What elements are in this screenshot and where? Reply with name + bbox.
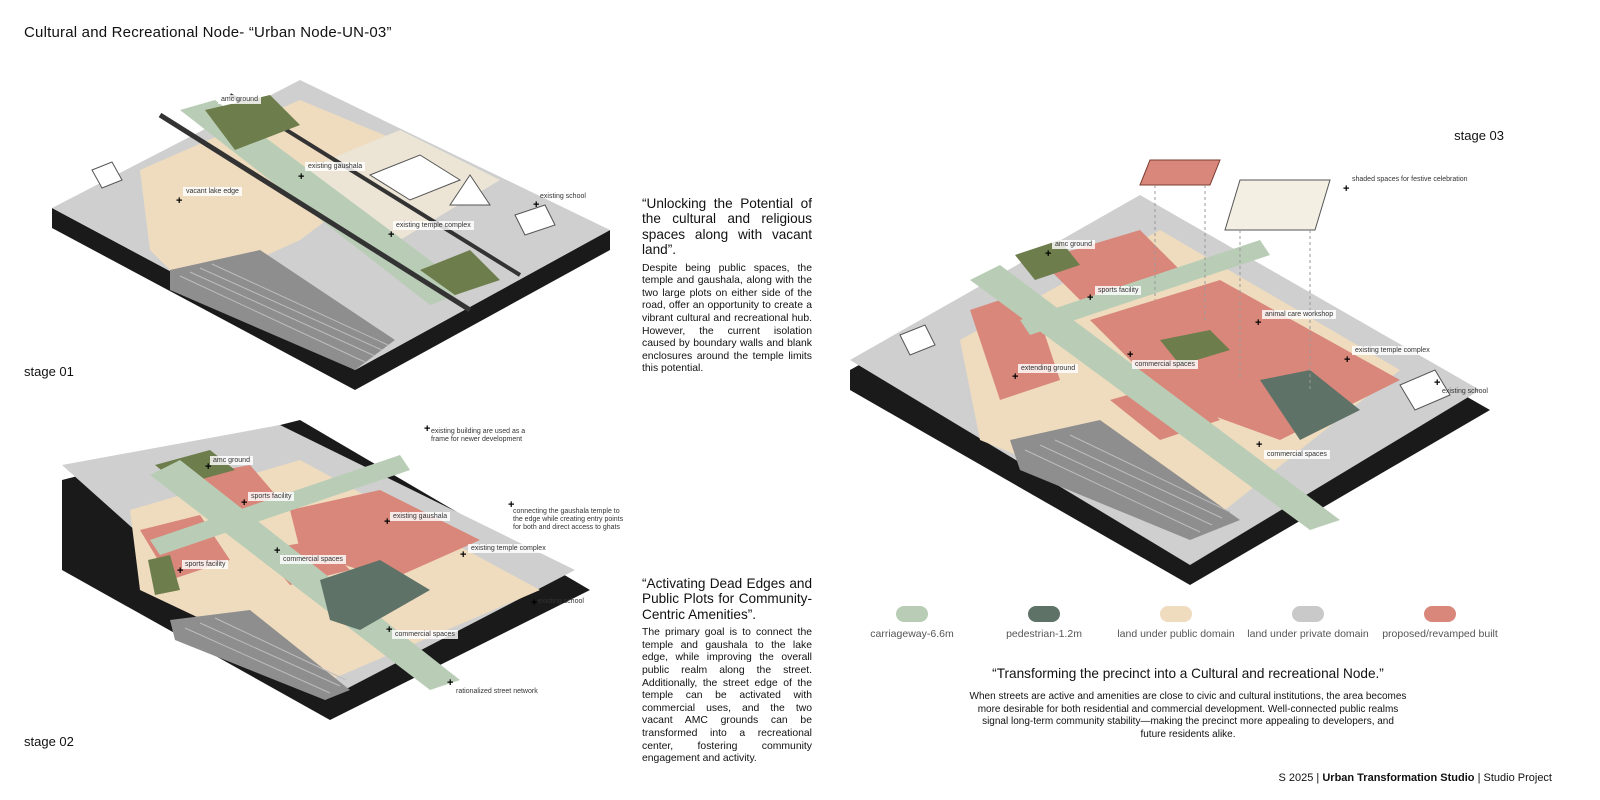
label-extending-ground: extending ground <box>1018 364 1079 373</box>
pin-marker: + <box>1012 371 1019 383</box>
label-existing-school-s3: existing school <box>1442 388 1488 395</box>
pin-marker: + <box>531 597 538 609</box>
label-rationalized-street: rationalized street network <box>456 688 538 695</box>
text-block-1: “Unlocking the Potential of the cultural… <box>642 196 812 376</box>
pin-marker: + <box>384 516 391 528</box>
stage-01-label: stage 01 <box>24 364 74 379</box>
stage-02-label: stage 02 <box>24 734 74 749</box>
stage-03-label: stage 03 <box>1454 128 1504 143</box>
pin-marker: + <box>177 565 184 577</box>
label-existing-temple-complex-s3: existing temple complex <box>1352 346 1433 355</box>
label-commercial-spaces-s2a: commercial spaces <box>280 555 346 564</box>
legend-item-private-land: land under private domain <box>1242 606 1374 640</box>
stage-03-drawing <box>850 159 1490 585</box>
legend-swatch-pedestrian <box>1028 606 1060 622</box>
pin-marker: + <box>447 677 454 689</box>
legend-label-pedestrian: pedestrian-1.2m <box>1006 628 1082 640</box>
label-commercial-spaces-s3b: commercial spaces <box>1264 450 1330 459</box>
pin-marker: + <box>1087 292 1094 304</box>
block-2-body: The primary goal is to connect the templ… <box>642 627 812 765</box>
label-amc-ground-s3: amc ground <box>1052 240 1095 249</box>
legend-label-carriageway: carriageway-6.6m <box>870 628 954 640</box>
pin-marker: + <box>424 423 431 435</box>
legend-swatch-built <box>1424 606 1456 622</box>
legend-swatch-public-land <box>1160 606 1192 622</box>
block-3-quote: “Transforming the precinct into a Cultur… <box>992 666 1384 681</box>
label-existing-temple-complex-s2: existing temple complex <box>468 544 549 553</box>
footer: S 2025 | Urban Transformation Studio | S… <box>1279 772 1553 784</box>
footer-year: S 2025 | <box>1278 772 1320 784</box>
pin-marker: + <box>508 499 515 511</box>
pin-marker: + <box>1434 377 1441 389</box>
label-existing-gaushala-s1: existing gaushala <box>305 162 366 171</box>
label-amc-ground-s2: amc ground <box>210 456 253 465</box>
pin-marker: + <box>1344 354 1351 366</box>
legend-item-pedestrian: pedestrian-1.2m <box>978 606 1110 640</box>
block-1-quote: “Unlocking the Potential of the cultural… <box>642 196 812 258</box>
pin-marker: + <box>460 549 467 561</box>
label-existing-temple-complex-s1: existing temple complex <box>393 221 474 230</box>
pin-marker: + <box>533 199 540 211</box>
stage-01-drawing <box>52 80 610 390</box>
text-block-3: “Transforming the precinct into a Cultur… <box>968 666 1408 741</box>
pin-marker: + <box>388 229 395 241</box>
label-sports-facility-s2a: sports facility <box>248 492 295 501</box>
page-title: Cultural and Recreational Node- “Urban N… <box>24 24 392 41</box>
label-commercial-spaces-s3a: commercial spaces <box>1132 360 1198 369</box>
label-connecting-gaushala: connecting the gaushala temple to the ed… <box>513 508 624 531</box>
block-2-quote: “Activating Dead Edges and Public Plots … <box>642 576 812 622</box>
label-existing-school-s2: existing school <box>538 598 584 605</box>
stage-02-drawing <box>62 420 590 720</box>
legend-label-private-land: land under private domain <box>1247 628 1369 640</box>
label-commercial-spaces-s2b: commercial spaces <box>392 630 458 639</box>
label-existing-building: existing building are used as a frame fo… <box>431 428 526 443</box>
label-existing-gaushala-s2: existing gaushala <box>390 512 451 521</box>
footer-studio: Urban Transformation Studio <box>1322 772 1475 784</box>
legend-item-carriageway: carriageway-6.6m <box>846 606 978 640</box>
pin-marker: + <box>176 195 183 207</box>
pin-marker: + <box>1045 248 1052 260</box>
pin-marker: + <box>241 497 248 509</box>
pin-marker: + <box>274 545 281 557</box>
legend-swatch-carriageway <box>896 606 928 622</box>
legend: carriageway-6.6m pedestrian-1.2m land un… <box>846 606 1506 640</box>
label-sports-facility-s3: sports facility <box>1095 286 1142 295</box>
pin-marker: + <box>1255 317 1262 329</box>
legend-item-built: proposed/revamped built <box>1374 606 1506 640</box>
footer-project: | Studio Project <box>1477 772 1552 784</box>
legend-swatch-private-land <box>1292 606 1324 622</box>
text-block-2: “Activating Dead Edges and Public Plots … <box>642 576 812 766</box>
pin-marker: + <box>386 624 393 636</box>
label-sports-facility-s2b: sports facility <box>182 560 229 569</box>
block-1-body: Despite being public spaces, the temple … <box>642 262 812 375</box>
pin-marker: + <box>1343 183 1350 195</box>
block-3-body: When streets are active and amenities ar… <box>969 691 1407 740</box>
label-amc-ground-s1: amc ground <box>218 95 261 104</box>
label-existing-school-s1: existing school <box>540 193 586 200</box>
legend-label-built: proposed/revamped built <box>1382 628 1498 640</box>
label-animal-care-workshop: animal care workshop <box>1262 310 1337 319</box>
legend-item-public-land: land under public domain <box>1110 606 1242 640</box>
label-vacant-lake-edge-s1: vacant lake edge <box>183 187 242 196</box>
pin-marker: + <box>1256 439 1263 451</box>
label-shaded-spaces: shaded spaces for festive celebration <box>1352 176 1468 183</box>
legend-label-public-land: land under public domain <box>1117 628 1235 640</box>
pin-marker: + <box>298 171 305 183</box>
pin-marker: + <box>205 461 212 473</box>
pin-marker: + <box>1127 349 1134 361</box>
